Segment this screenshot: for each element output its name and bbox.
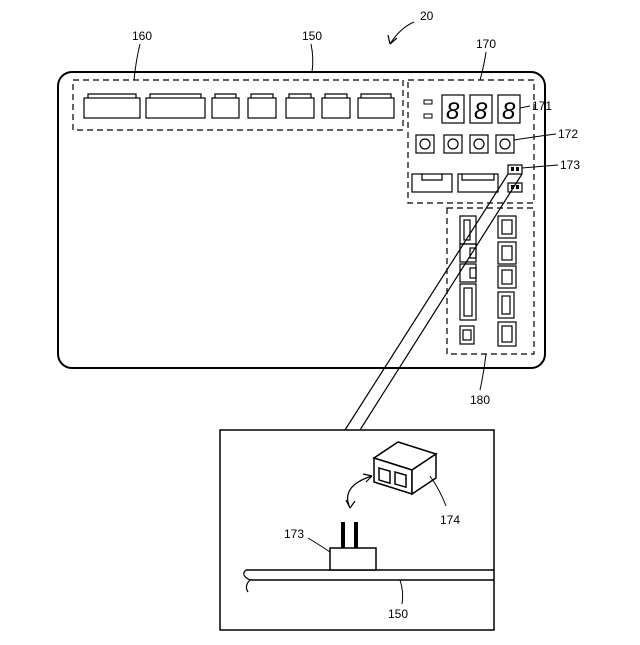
label-control-group: 170 (476, 37, 496, 51)
vconn-l3-key (470, 268, 476, 278)
connector-170-a-key (422, 174, 442, 180)
connector-4 (248, 98, 276, 118)
led-2 (424, 114, 432, 118)
label-connector-group: 160 (132, 29, 152, 43)
switch-1-button (420, 139, 430, 149)
switch-1 (416, 135, 434, 153)
label-detail-board: 150 (388, 607, 408, 621)
leader-switches (514, 134, 556, 140)
terminal-173 (508, 165, 522, 174)
label-board: 150 (302, 29, 322, 43)
leader-detail-board (400, 580, 403, 604)
switch-2 (444, 135, 462, 153)
leader-board (311, 44, 313, 72)
label-device: 20 (420, 9, 434, 23)
push-switches (416, 135, 514, 153)
vconn-l3 (460, 264, 476, 282)
vconn-l5-key (463, 330, 471, 340)
led-1 (424, 100, 432, 104)
vconn-l4 (460, 284, 476, 320)
small-connector-pin-2 (516, 185, 519, 189)
label-terminal: 173 (560, 158, 580, 172)
leader-control-group (480, 52, 486, 80)
switch-3 (470, 135, 488, 153)
vconn-r5-key (502, 326, 512, 342)
switch-4-button (500, 139, 510, 149)
vconn-l5 (460, 326, 474, 344)
seven-segment-display: 8 8 8 (442, 95, 520, 125)
leader-terminal (522, 165, 558, 168)
board-outline (58, 72, 545, 368)
detail-pin-1 (341, 522, 345, 548)
vconn-l4-key (464, 288, 472, 316)
cap-hole-2 (395, 472, 406, 487)
label-detail-cap: 174 (440, 513, 460, 527)
detail-terminal-body (330, 548, 376, 570)
leader-display (520, 106, 530, 108)
vconn-r3 (498, 266, 516, 288)
vertical-connectors-left (460, 216, 476, 344)
zoom-line-left (345, 174, 508, 430)
cap-hole-1 (379, 468, 390, 483)
terminal-pin-2 (516, 167, 519, 171)
connector-group-160 (73, 80, 403, 130)
attach-arrow (348, 476, 372, 508)
vconn-r2 (498, 242, 516, 264)
digit-3: 8 (502, 98, 516, 125)
terminal-pin-1 (511, 167, 514, 171)
connector-5 (286, 98, 314, 118)
digit-1: 8 (446, 98, 460, 125)
digit-2: 8 (474, 98, 488, 125)
connector-3 (212, 98, 239, 118)
connector-170-a (412, 174, 452, 192)
vconn-r1 (498, 216, 516, 238)
leader-detail-terminal (308, 538, 330, 552)
vconn-l2-key (470, 248, 476, 258)
switch-2-button (448, 139, 458, 149)
label-detail-terminal: 173 (284, 527, 304, 541)
leader-connector-group-right (480, 354, 486, 390)
detail-cap (374, 442, 436, 494)
connector-row (84, 94, 394, 118)
vconn-r3-key (502, 270, 512, 284)
label-display: 171 (532, 99, 552, 113)
vconn-r2-key (502, 246, 512, 260)
label-switches: 172 (558, 127, 578, 141)
vconn-r4-key (502, 296, 510, 314)
detail-pin-2 (354, 522, 358, 548)
connector-170-b-key (462, 174, 494, 180)
vconn-l1-key (464, 220, 470, 240)
detail-board-break (244, 570, 250, 592)
connector-170-b (458, 174, 498, 192)
vconn-r1-key (502, 220, 512, 234)
switch-4 (496, 135, 514, 153)
connector-1 (84, 98, 140, 118)
connector-7 (358, 98, 394, 118)
connector-6 (322, 98, 350, 118)
vertical-connectors-right (498, 216, 516, 346)
connector-2 (146, 98, 205, 118)
label-connector-group-right: 180 (470, 393, 490, 407)
leader-connector-group (134, 44, 140, 80)
switch-3-button (474, 139, 484, 149)
